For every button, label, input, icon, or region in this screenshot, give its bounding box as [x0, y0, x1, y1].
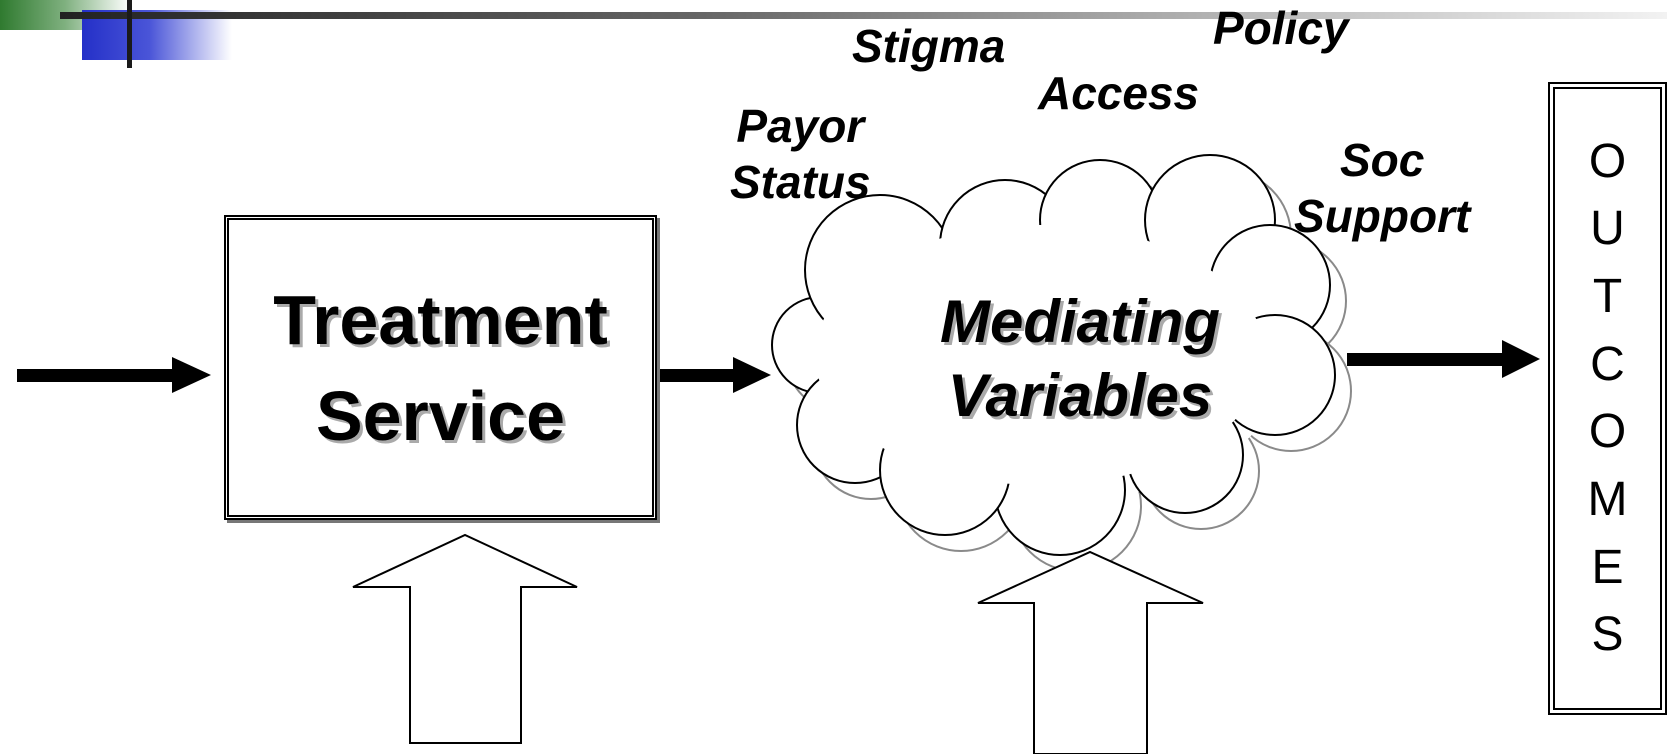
status-label: Status	[730, 156, 871, 208]
treatment-service-box: Treatment Service	[224, 215, 657, 520]
outcomes-letter: S	[1591, 608, 1624, 662]
mediating-input-up-arrow	[977, 550, 1204, 754]
access-label: Access	[1038, 67, 1200, 119]
treatment-label: Treatment	[273, 280, 608, 359]
outcomes-box: O U T C O M E S	[1548, 82, 1667, 715]
header-vertical-rule	[127, 0, 132, 68]
stigma-label: Stigma	[852, 20, 1006, 72]
mediating-to-outcomes-arrow	[1347, 340, 1540, 378]
soc-label: Soc	[1339, 134, 1425, 186]
outcomes-letter: E	[1591, 540, 1624, 594]
mediating-cloud	[771, 154, 1336, 556]
mediating-label: Mediating	[940, 288, 1220, 355]
payor-status-label: Payor Status	[730, 98, 871, 210]
outcomes-letter: C	[1590, 337, 1625, 391]
treatment-to-mediating-arrow	[658, 357, 771, 393]
outcomes-letter: T	[1592, 269, 1623, 323]
payor-label: Payor	[736, 100, 865, 152]
support-label: Support	[1294, 190, 1471, 242]
variables-label: Variables	[947, 362, 1213, 429]
soc-support-label: Soc Support	[1294, 132, 1470, 244]
treatment-input-up-arrow	[352, 533, 578, 744]
mediating-variables-label: Mediating Variables	[860, 285, 1300, 433]
service-label: Service	[315, 376, 566, 455]
outcomes-letter: M	[1587, 472, 1628, 526]
outcomes-letter: U	[1590, 202, 1625, 256]
outcomes-letter: O	[1588, 405, 1627, 459]
header-rule	[60, 12, 1667, 19]
policy-label: Policy	[1213, 2, 1349, 54]
outcomes-letter: O	[1588, 134, 1627, 188]
input-arrow	[17, 357, 211, 393]
